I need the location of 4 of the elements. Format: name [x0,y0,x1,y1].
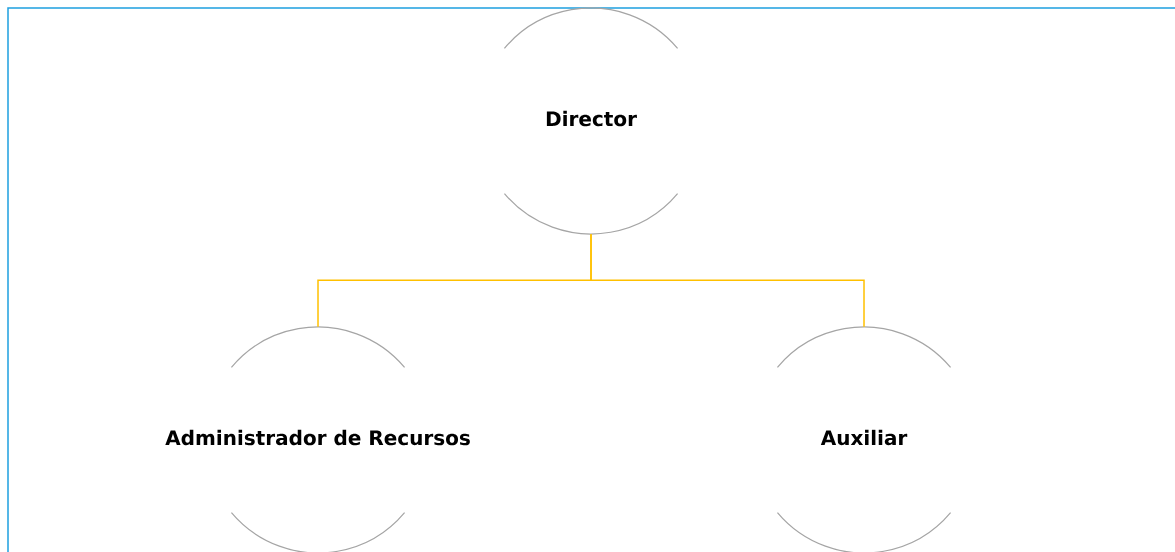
circle-node: Administrador de Recursos [165,326,470,552]
circle-node: Director [503,7,679,235]
connector-line [590,233,865,328]
circle-node: Auxiliar [776,326,952,552]
